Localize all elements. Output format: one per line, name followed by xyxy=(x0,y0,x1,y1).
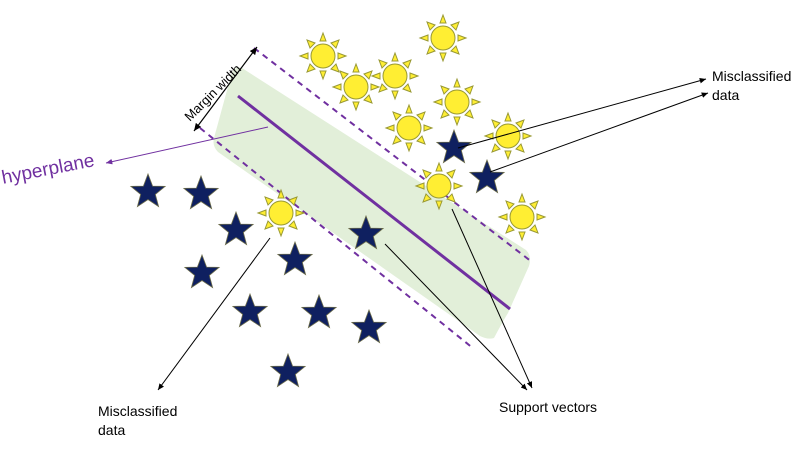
hyperplane-pointer-arrow xyxy=(105,126,269,165)
misclassified-bottom-line1: Misclassified xyxy=(98,403,178,419)
misclassified-arrow-1 xyxy=(457,77,707,149)
misclassified-bottom-label: Misclassified data xyxy=(98,402,177,440)
sun-icon xyxy=(299,32,347,80)
support-vector-arrow-1 xyxy=(384,243,528,391)
sun-icon xyxy=(498,193,546,241)
margin-band xyxy=(213,67,530,339)
misclassified-arrow-3 xyxy=(157,237,271,391)
misclassified-arrow-2 xyxy=(489,92,709,173)
star-icon xyxy=(351,309,387,344)
margin-lower-boundary xyxy=(199,127,475,350)
support-vector-arrow-2 xyxy=(451,208,533,389)
star-icon xyxy=(277,241,313,276)
star-icon xyxy=(270,353,306,388)
misclassified-right-label: Misclassified data xyxy=(712,67,791,105)
hyperplane-line xyxy=(237,94,511,311)
star-icon xyxy=(469,159,505,194)
misclassified-right-line1: Misclassified xyxy=(712,68,792,84)
misclassified-right-line2: data xyxy=(712,87,740,103)
star-icon xyxy=(130,173,166,208)
star-icon xyxy=(218,211,254,246)
sun-icon xyxy=(419,14,467,62)
sun-icon xyxy=(332,63,380,111)
star-icon xyxy=(301,294,337,329)
sun-icon xyxy=(484,112,532,160)
star-icon xyxy=(183,175,219,210)
star-icon xyxy=(232,293,268,328)
sun-icon xyxy=(415,162,463,210)
star-icon xyxy=(184,254,220,289)
sun-icon xyxy=(371,52,419,100)
sun-icon xyxy=(257,189,305,237)
support-vectors-label: Support vectors xyxy=(499,399,598,415)
margin-upper-boundary xyxy=(253,47,533,263)
margin-width-arrow xyxy=(193,46,258,132)
sun-icon xyxy=(385,104,433,152)
misclassified-bottom-line2: data xyxy=(98,422,126,438)
sun-icon xyxy=(433,78,481,126)
